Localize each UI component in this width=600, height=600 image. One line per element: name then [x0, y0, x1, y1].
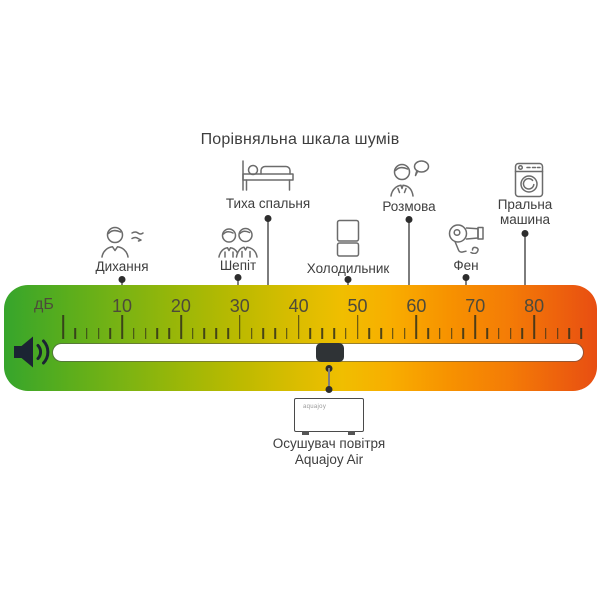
- tick-12db: [133, 328, 135, 339]
- tick-44db: [321, 328, 323, 339]
- device-foot: [348, 431, 355, 435]
- scale-number-40: 40: [288, 296, 309, 316]
- noise-item-label: Тиха спальня: [225, 196, 311, 211]
- tick-86db: [568, 328, 571, 339]
- scale-number-50: 50: [347, 296, 368, 316]
- tick-66db: [450, 328, 453, 339]
- noise-item-label: Пральна машина: [497, 197, 553, 227]
- tick-52db: [368, 328, 371, 339]
- scale-number-30: 30: [229, 296, 250, 316]
- tick-2db: [74, 328, 76, 339]
- decibel-unit-label: дБ: [34, 296, 54, 313]
- tick-80db: [533, 315, 535, 339]
- hairdryer-icon: [447, 223, 485, 259]
- noise-item-label: Розмова: [382, 199, 436, 214]
- connector-line: [465, 277, 467, 292]
- connector-dot: [264, 214, 272, 222]
- tick-46db: [333, 328, 335, 339]
- refrigerator-icon: [336, 219, 360, 263]
- tick-56db: [392, 328, 394, 339]
- talking-person-icon: [387, 159, 431, 202]
- noise-item-label: Холодильник: [306, 261, 390, 276]
- tick-54db: [380, 328, 382, 339]
- bed-icon: [240, 159, 296, 197]
- slider-handle[interactable]: [316, 342, 344, 362]
- connector-dot: [521, 229, 529, 237]
- tick-26db: [215, 328, 218, 339]
- scale-number-60: 60: [406, 296, 427, 316]
- tick-4db: [85, 328, 88, 339]
- noise-item-label: Фен: [453, 258, 479, 273]
- connector-dot: [405, 215, 413, 223]
- tick-70db: [474, 315, 477, 339]
- tick-82db: [545, 328, 547, 339]
- tick-68db: [462, 328, 465, 339]
- tick-20db: [180, 315, 182, 339]
- connector-dot: [234, 273, 242, 281]
- device-foot: [302, 431, 309, 435]
- tick-58db: [403, 328, 406, 339]
- connector-dot: [344, 275, 352, 283]
- tick-76db: [509, 328, 512, 339]
- dehumidifier-device-icon: aquajoy: [294, 398, 364, 432]
- tick-42db: [309, 328, 312, 339]
- connector-line: [237, 277, 239, 292]
- noise-item-label: Дихання: [95, 259, 149, 274]
- tick-18db: [168, 328, 170, 339]
- connector-line: [328, 368, 330, 389]
- scale-number-80: 80: [524, 296, 545, 316]
- tick-64db: [439, 328, 441, 339]
- connector-dot: [325, 385, 333, 393]
- whispering-people-icon: [216, 226, 260, 263]
- tick-10db: [121, 315, 123, 339]
- speaker-volume-icon: [12, 332, 54, 377]
- tick-88db: [580, 328, 582, 339]
- page-title: Порівняльна шкала шумів: [200, 131, 400, 148]
- tick-28db: [227, 328, 229, 339]
- connector-dot: [462, 273, 470, 281]
- connector-line: [524, 233, 526, 292]
- tick-22db: [191, 328, 194, 339]
- tick-8db: [109, 328, 112, 339]
- connector-dot: [118, 275, 126, 283]
- connector-line: [408, 219, 410, 292]
- tick-40db: [297, 315, 300, 339]
- tick-78db: [521, 328, 524, 339]
- breathing-person-icon: [99, 224, 145, 263]
- marker-label-line1: Осушувач повітря: [272, 436, 386, 451]
- connector-line: [267, 218, 269, 292]
- tick-32db: [250, 328, 253, 339]
- tick-60db: [415, 315, 418, 339]
- tick-6db: [97, 328, 100, 339]
- tick-36db: [274, 328, 276, 339]
- device-logo-text: aquajoy: [303, 404, 327, 410]
- tick-62db: [427, 328, 429, 339]
- tick-84db: [556, 328, 559, 339]
- tick-72db: [486, 328, 488, 339]
- tick-0db: [62, 315, 64, 339]
- tick-74db: [497, 328, 500, 339]
- tick-50db: [356, 315, 359, 339]
- tick-34db: [262, 328, 265, 339]
- scale-number-10: 10: [112, 296, 133, 316]
- noise-item-label: Шепіт: [219, 258, 257, 273]
- tick-48db: [344, 328, 347, 339]
- tick-24db: [203, 328, 206, 339]
- tick-38db: [286, 328, 288, 339]
- decibel-scale-band: дБ 10 20 30 40 50 60 70 80: [4, 285, 597, 391]
- scale-number-20: 20: [170, 296, 191, 316]
- washing-machine-icon: [514, 162, 544, 203]
- tick-16db: [156, 328, 159, 339]
- scale-number-70: 70: [465, 296, 486, 316]
- marker-label-line2: Aquajoy Air: [294, 452, 364, 467]
- tick-14db: [144, 328, 147, 339]
- tick-30db: [238, 315, 241, 339]
